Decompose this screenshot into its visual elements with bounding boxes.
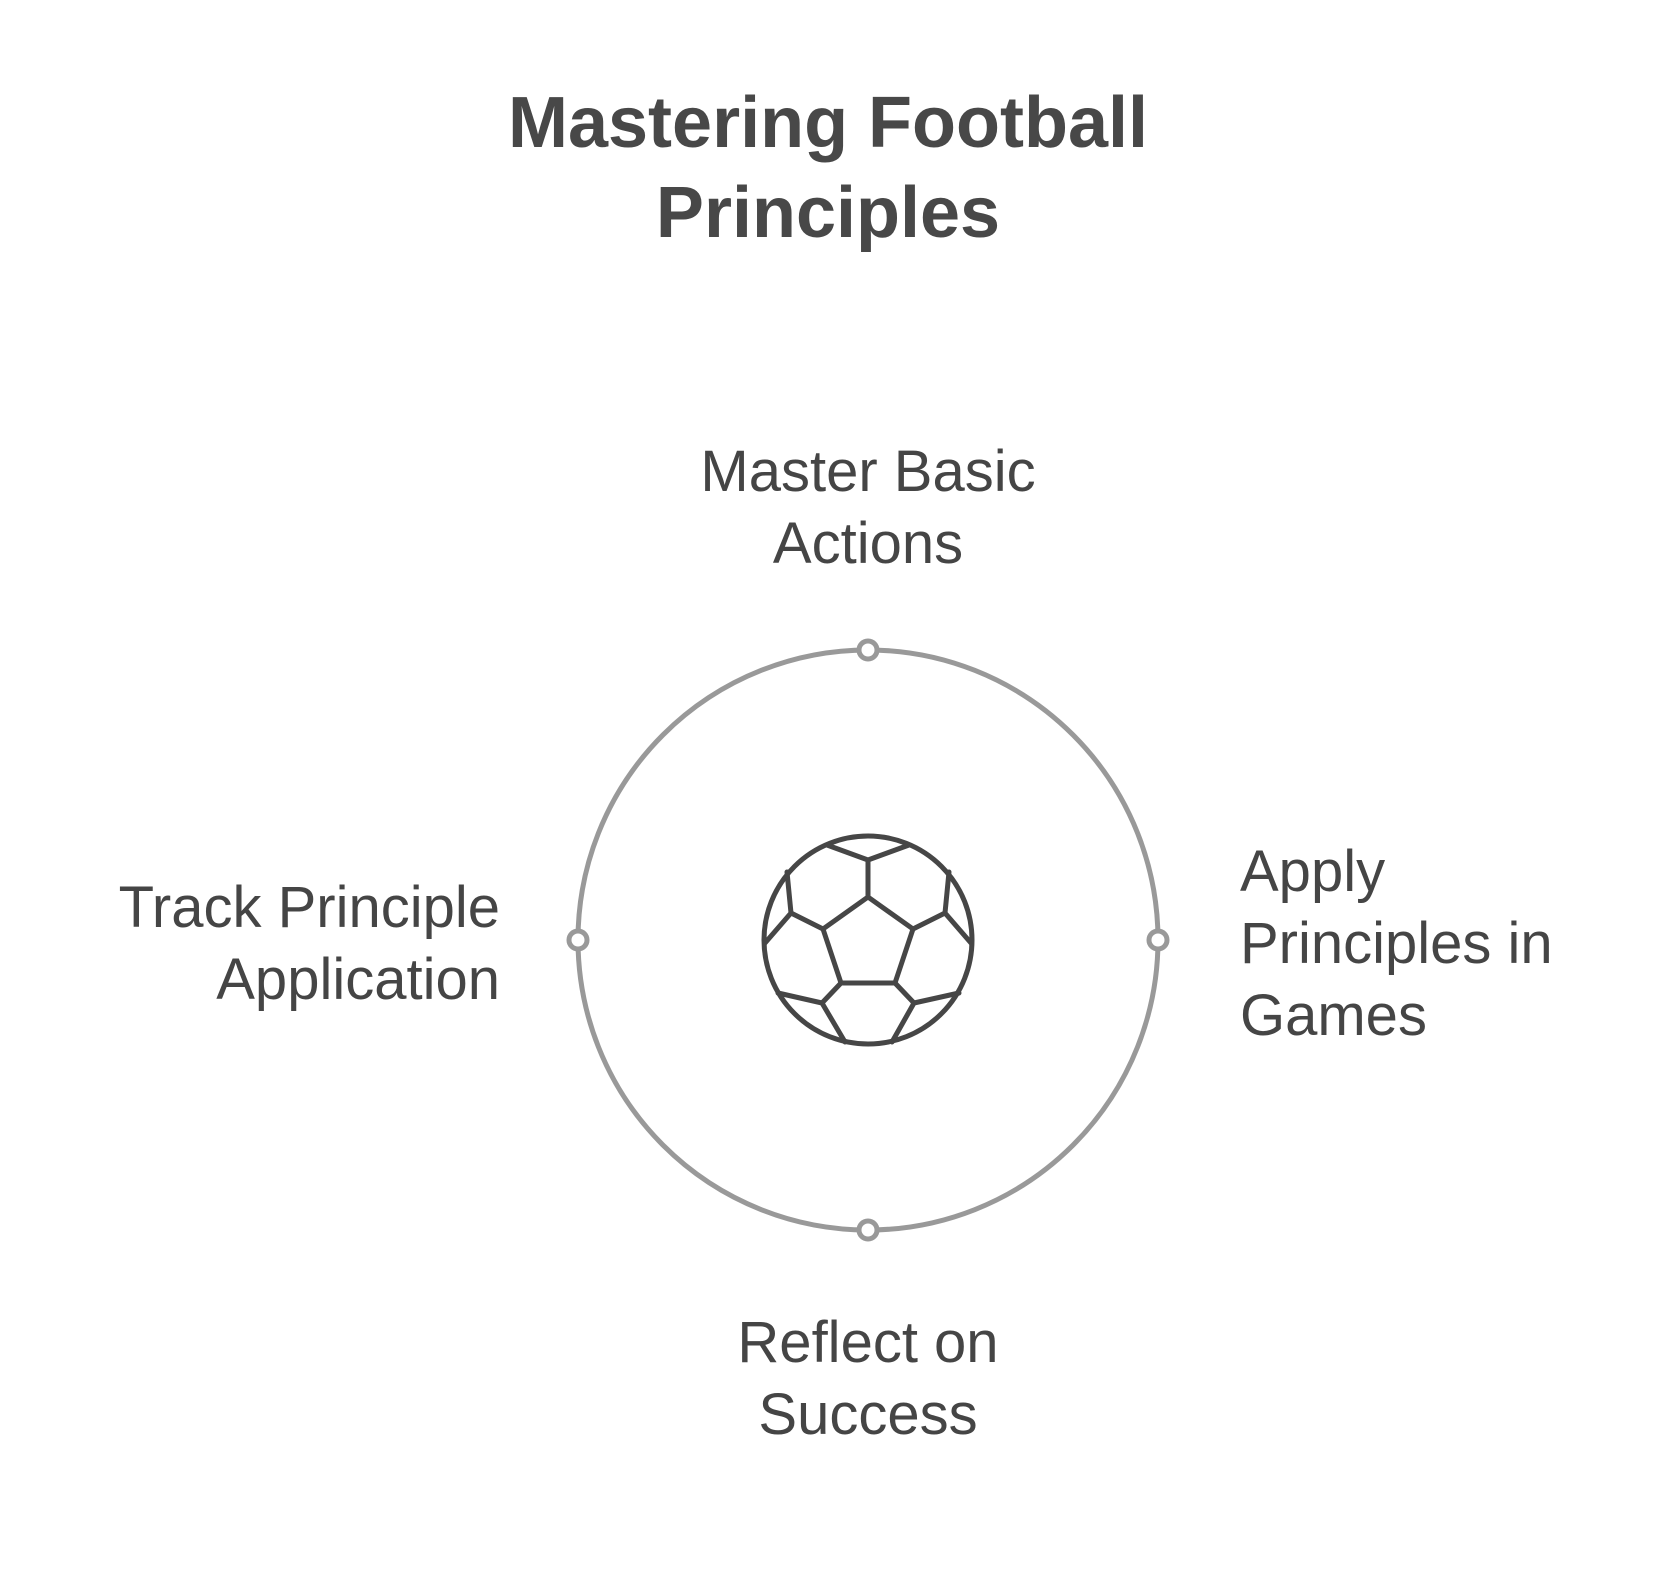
node-marker-top bbox=[856, 638, 880, 662]
step-top-line-2: Actions bbox=[772, 511, 964, 576]
node-marker-bottom bbox=[856, 1218, 880, 1242]
cycle-ring bbox=[575, 647, 1161, 1233]
step-reflect-on-success: Reflect on Success bbox=[568, 1307, 1168, 1451]
title-line-1: Mastering Football bbox=[507, 83, 1149, 163]
node-marker-right bbox=[1146, 928, 1170, 952]
step-master-basic-actions: Master Basic Actions bbox=[568, 436, 1168, 580]
diagram-title: Mastering Football Principles bbox=[0, 78, 1656, 258]
step-bottom-line-1: Reflect on bbox=[737, 1310, 999, 1375]
step-right-line-3: Games bbox=[1240, 983, 1427, 1048]
step-right-line-1: Apply bbox=[1240, 839, 1386, 904]
node-marker-left bbox=[566, 928, 590, 952]
step-apply-principles-in-games: Apply Principles in Games bbox=[1240, 836, 1640, 1052]
step-left-line-2: Application bbox=[216, 947, 500, 1012]
title-line-2: Principles bbox=[655, 173, 1001, 253]
step-top-line-1: Master Basic bbox=[700, 439, 1036, 504]
step-track-principle-application: Track Principle Application bbox=[60, 872, 500, 1016]
step-left-line-1: Track Principle bbox=[118, 875, 500, 940]
step-bottom-line-2: Success bbox=[758, 1382, 978, 1447]
soccer-ball-icon bbox=[761, 833, 975, 1047]
step-right-line-2: Principles in bbox=[1240, 911, 1553, 976]
